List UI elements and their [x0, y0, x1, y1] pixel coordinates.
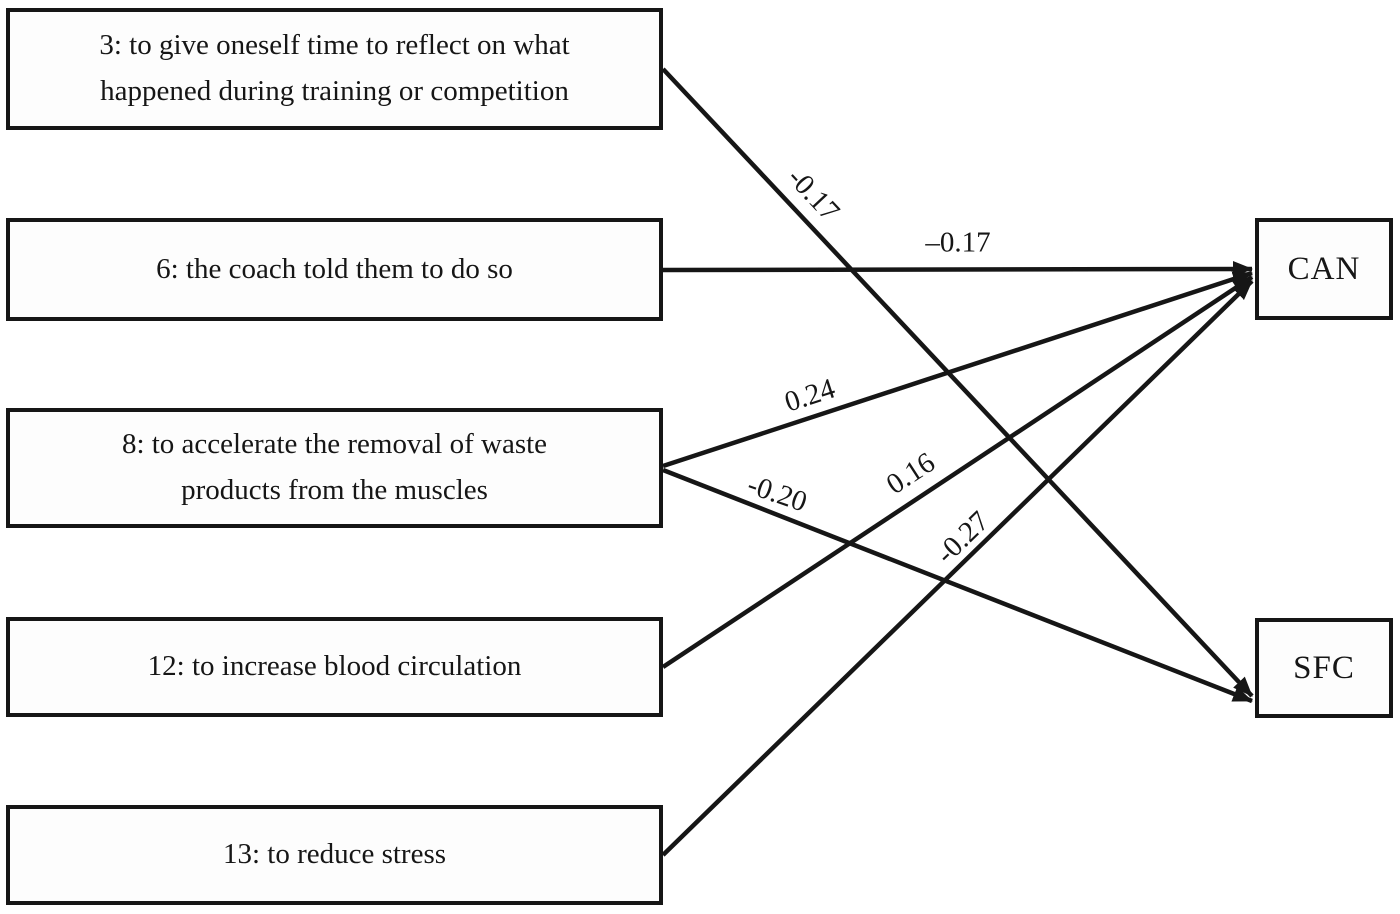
edge-line-3-SFC [661, 67, 1254, 698]
target-box-can: CAN [1255, 218, 1393, 320]
edge-line-8-CAN [662, 270, 1253, 469]
target-box-can-label: CAN [1287, 250, 1361, 287]
source-box-8: 8: to accelerate the removal of waste pr… [6, 408, 663, 528]
edge-label-6-CAN: –0.17 [925, 226, 991, 259]
source-box-13-label: 13: to reduce stress [222, 838, 447, 871]
edge-line-13-CAN [661, 279, 1254, 857]
edge-line-12-CAN [661, 275, 1254, 669]
source-box-13: 13: to reduce stress [6, 805, 663, 905]
source-box-12: 12: to increase blood circulation [6, 617, 663, 717]
source-box-3: 3: to give oneself time to reflect on wh… [6, 8, 663, 130]
source-box-8-label: 8: to accelerate the removal of waste pr… [121, 428, 548, 506]
target-box-sfc-label: SFC [1293, 649, 1355, 686]
target-box-sfc: SFC [1255, 618, 1393, 718]
edge-line-8-SFC [662, 467, 1253, 704]
source-box-6: 6: the coach told them to do so [6, 218, 663, 321]
source-box-6-label: 6: the coach told them to do so [156, 252, 513, 285]
edge-line-6-CAN [662, 261, 1253, 278]
source-box-3-label: 3: to give oneself time to reflect on wh… [99, 29, 570, 107]
source-box-12-label: 12: to increase blood circulation [147, 650, 522, 683]
